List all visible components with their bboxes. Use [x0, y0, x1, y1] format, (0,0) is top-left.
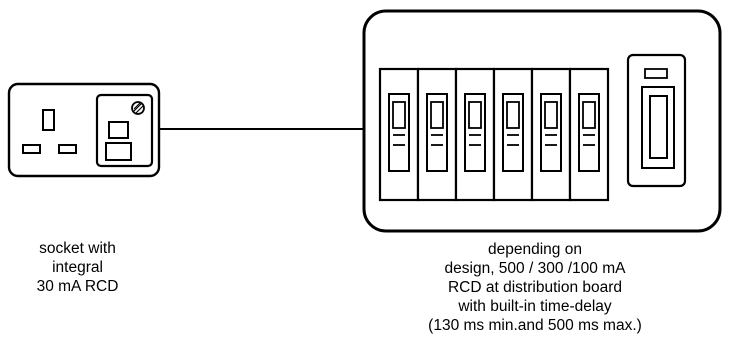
- breaker-toggle: [506, 101, 520, 129]
- distribution-board: [362, 9, 722, 233]
- breaker-toggle: [582, 101, 596, 129]
- board-caption-line: with built-in time-delay: [458, 298, 612, 315]
- board-caption-line: RCD at distribution board: [447, 279, 623, 296]
- socket-live-pin: [58, 144, 77, 154]
- circuit-breaker: [530, 67, 572, 202]
- breaker-toggle: [430, 101, 444, 129]
- board-caption-line: design, 500 / 300 /100 mA: [444, 260, 626, 277]
- socket-caption-line: 30 mA RCD: [36, 278, 119, 295]
- socket-with-rcd: [7, 82, 161, 178]
- circuit-breaker: [454, 67, 496, 202]
- socket-caption: socket with integral 30 mA RCD: [0, 239, 155, 296]
- main-rcd-switch: [649, 95, 668, 159]
- breaker-toggle: [392, 101, 406, 129]
- board-caption-line: (130 ms min.and 500 ms max.): [428, 317, 642, 334]
- distribution-board-caption: depending on design, 500 / 300 /100 mA R…: [380, 240, 690, 335]
- socket-caption-line: integral: [52, 259, 103, 276]
- rcd-reset-button: [105, 142, 132, 161]
- breaker-row: [378, 67, 610, 202]
- rcd-test-screw-icon: [131, 101, 145, 115]
- socket-earth-pin: [42, 109, 55, 131]
- main-rcd-indicator: [644, 68, 668, 79]
- breaker-toggle: [544, 101, 558, 129]
- circuit-breaker: [416, 67, 458, 202]
- socket-neutral-pin: [22, 144, 41, 154]
- board-caption-line: depending on: [488, 241, 582, 258]
- rcd-test-button: [108, 121, 129, 139]
- breaker-toggle: [468, 101, 482, 129]
- circuit-breaker: [378, 67, 420, 202]
- circuit-breaker: [568, 67, 610, 202]
- circuit-breaker: [492, 67, 534, 202]
- socket-caption-line: socket with: [39, 240, 116, 257]
